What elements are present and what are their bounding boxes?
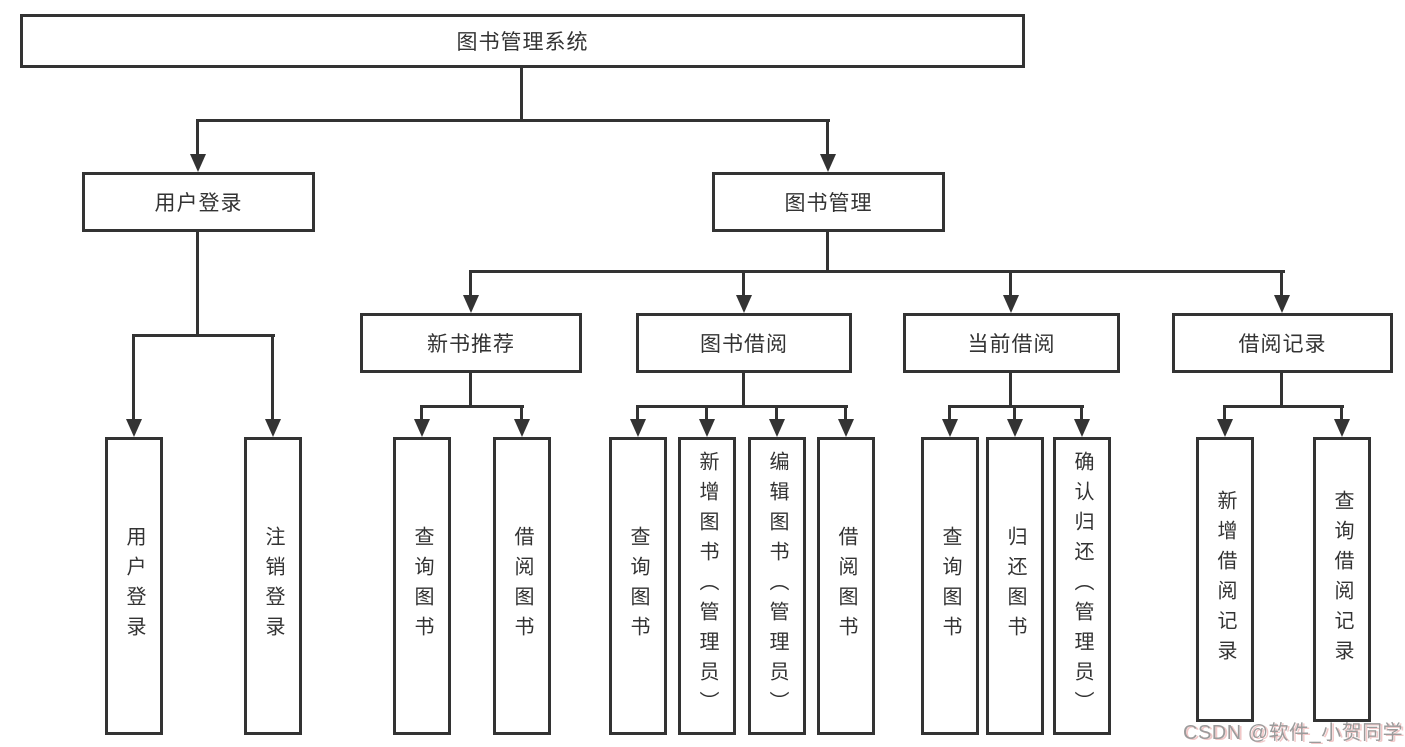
arrow-down-icon <box>126 419 142 437</box>
connector-line <box>196 119 830 122</box>
node-leaf-confirm-return-admin: 确认归还（管理员） <box>1053 437 1111 735</box>
arrow-down-icon <box>463 295 479 313</box>
arrow-down-icon <box>414 419 430 437</box>
arrow-down-icon <box>190 154 206 172</box>
arrow-down-icon <box>1334 419 1350 437</box>
node-label: 借阅图书 <box>835 526 857 646</box>
connector-line <box>132 334 275 337</box>
connector-line <box>742 270 745 297</box>
csdn-watermark: CSDN @软件_小贺同学 <box>1183 722 1404 744</box>
node-current-borrowing: 当前借阅 <box>903 313 1120 373</box>
node-label: 确认归还（管理员） <box>1071 451 1093 721</box>
node-label: 查询借阅记录 <box>1331 489 1353 670</box>
arrow-down-icon <box>736 295 752 313</box>
node-label: 查询图书 <box>939 526 961 646</box>
node-leaf-borrow-books: 借阅图书 <box>817 437 875 735</box>
arrow-down-icon <box>1274 295 1290 313</box>
arrow-down-icon <box>1007 419 1023 437</box>
connector-line <box>420 405 524 408</box>
node-label: 图书管理 <box>784 192 873 215</box>
connector-line <box>844 405 847 421</box>
arrow-down-icon <box>769 419 785 437</box>
arrow-down-icon <box>820 154 836 172</box>
connector-line <box>1080 405 1083 421</box>
connector-line <box>1223 405 1344 408</box>
node-label: 用户登录 <box>123 526 145 646</box>
connector-line <box>636 405 639 421</box>
arrow-down-icon <box>699 419 715 437</box>
connector-line <box>742 373 745 407</box>
node-label: 借阅图书 <box>511 526 533 646</box>
connector-line <box>826 119 829 155</box>
node-leaf-borrow-books-recommend: 借阅图书 <box>493 437 551 735</box>
node-leaf-query-books-borrowing: 查询图书 <box>609 437 667 735</box>
node-label: 注销登录 <box>262 526 284 646</box>
connector-line <box>775 405 778 421</box>
node-leaf-return-books: 归还图书 <box>986 437 1044 735</box>
arrow-down-icon <box>1217 419 1233 437</box>
node-borrowing-records: 借阅记录 <box>1172 313 1393 373</box>
node-new-book-recommendation: 新书推荐 <box>360 313 582 373</box>
node-label: 归还图书 <box>1004 526 1026 646</box>
connector-line <box>705 405 708 421</box>
connector-line <box>1280 270 1283 297</box>
node-label: 查询图书 <box>627 526 649 646</box>
connector-line <box>1009 373 1012 407</box>
connector-line <box>1340 405 1343 421</box>
node-label: 新增借阅记录 <box>1214 489 1236 670</box>
node-user-login: 用户登录 <box>82 172 315 232</box>
node-label: 新增图书（管理员） <box>696 451 718 721</box>
connector-line <box>196 232 199 337</box>
arrow-down-icon <box>1074 419 1090 437</box>
node-label: 图书借阅 <box>700 333 788 356</box>
node-label: 当前借阅 <box>967 333 1056 356</box>
arrow-down-icon <box>514 419 530 437</box>
node-label: 用户登录 <box>154 192 243 215</box>
connector-line <box>1223 405 1226 421</box>
connector-line <box>1280 373 1283 407</box>
node-root-library-system: 图书管理系统 <box>20 14 1025 68</box>
connector-line <box>420 405 423 421</box>
connector-line <box>196 119 199 155</box>
arrow-down-icon <box>838 419 854 437</box>
node-leaf-query-borrow-record: 查询借阅记录 <box>1313 437 1371 722</box>
connector-line <box>520 68 523 122</box>
connector-line <box>948 405 951 421</box>
node-leaf-add-borrow-record: 新增借阅记录 <box>1196 437 1254 722</box>
connector-line <box>1009 270 1012 297</box>
node-label: 编辑图书（管理员） <box>766 451 788 721</box>
connector-line <box>636 405 848 408</box>
connector-line <box>1013 405 1016 421</box>
arrow-down-icon <box>630 419 646 437</box>
node-leaf-user-login: 用户登录 <box>105 437 163 735</box>
connector-line <box>132 334 135 421</box>
arrow-down-icon <box>265 419 281 437</box>
connector-line <box>948 405 1084 408</box>
node-leaf-logout: 注销登录 <box>244 437 302 735</box>
node-leaf-add-books-admin: 新增图书（管理员） <box>678 437 736 735</box>
connector-line <box>469 270 472 297</box>
connector-line <box>271 334 274 421</box>
node-label: 图书管理系统 <box>456 31 589 54</box>
node-book-borrowing: 图书借阅 <box>636 313 852 373</box>
connector-line <box>469 270 1285 273</box>
node-label: 新书推荐 <box>427 333 515 356</box>
node-label: 借阅记录 <box>1238 333 1327 356</box>
node-book-management: 图书管理 <box>712 172 945 232</box>
node-label: 查询图书 <box>411 526 433 646</box>
node-leaf-query-books-current: 查询图书 <box>921 437 979 735</box>
connector-line <box>826 232 829 273</box>
arrow-down-icon <box>942 419 958 437</box>
node-leaf-query-books-recommend: 查询图书 <box>393 437 451 735</box>
connector-line <box>469 373 472 407</box>
connector-line <box>520 405 523 421</box>
node-leaf-edit-books-admin: 编辑图书（管理员） <box>748 437 806 735</box>
arrow-down-icon <box>1003 295 1019 313</box>
